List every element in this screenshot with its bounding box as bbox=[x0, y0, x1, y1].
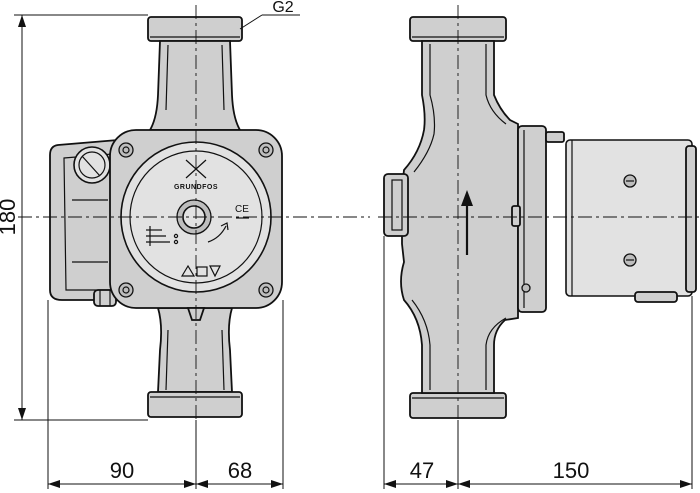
motor-body bbox=[565, 139, 693, 297]
screw-icon bbox=[258, 142, 274, 158]
ce-mark: CE bbox=[235, 204, 249, 215]
dimension-width-right-label: 68 bbox=[228, 458, 252, 483]
dimension-depth-back: 150 bbox=[458, 458, 692, 488]
flange-tab bbox=[545, 131, 565, 143]
thread-callout: G2 bbox=[239, 0, 300, 30]
flow-direction-arrow-icon bbox=[461, 190, 473, 255]
speed-marks-icon bbox=[146, 226, 179, 246]
motor-end-cap bbox=[685, 145, 697, 293]
dimension-depth-back-label: 150 bbox=[553, 458, 590, 483]
side-port bbox=[383, 173, 409, 237]
dimension-height-label: 180 bbox=[0, 199, 20, 236]
dimension-depth-front: 47 bbox=[384, 458, 458, 488]
dimension-depth-front-label: 47 bbox=[410, 458, 434, 483]
warning-symbols-icon bbox=[180, 264, 221, 278]
dimension-width-right: 68 bbox=[196, 458, 283, 488]
side-view bbox=[383, 16, 697, 419]
screw-icon bbox=[118, 282, 134, 298]
top-neck bbox=[148, 40, 242, 131]
screw-icon bbox=[258, 282, 274, 298]
dimension-width-left: 90 bbox=[48, 458, 196, 488]
motor-foot bbox=[634, 291, 678, 303]
bottom-flange bbox=[147, 391, 243, 418]
screw-icon bbox=[118, 142, 134, 158]
flange-tab bbox=[511, 205, 521, 227]
motor-flange bbox=[517, 125, 547, 313]
dimension-height: 180 bbox=[0, 14, 148, 421]
rotation-arrow-icon bbox=[207, 225, 227, 243]
thread-label: G2 bbox=[272, 0, 293, 16]
dimension-width-left-label: 90 bbox=[110, 458, 134, 483]
